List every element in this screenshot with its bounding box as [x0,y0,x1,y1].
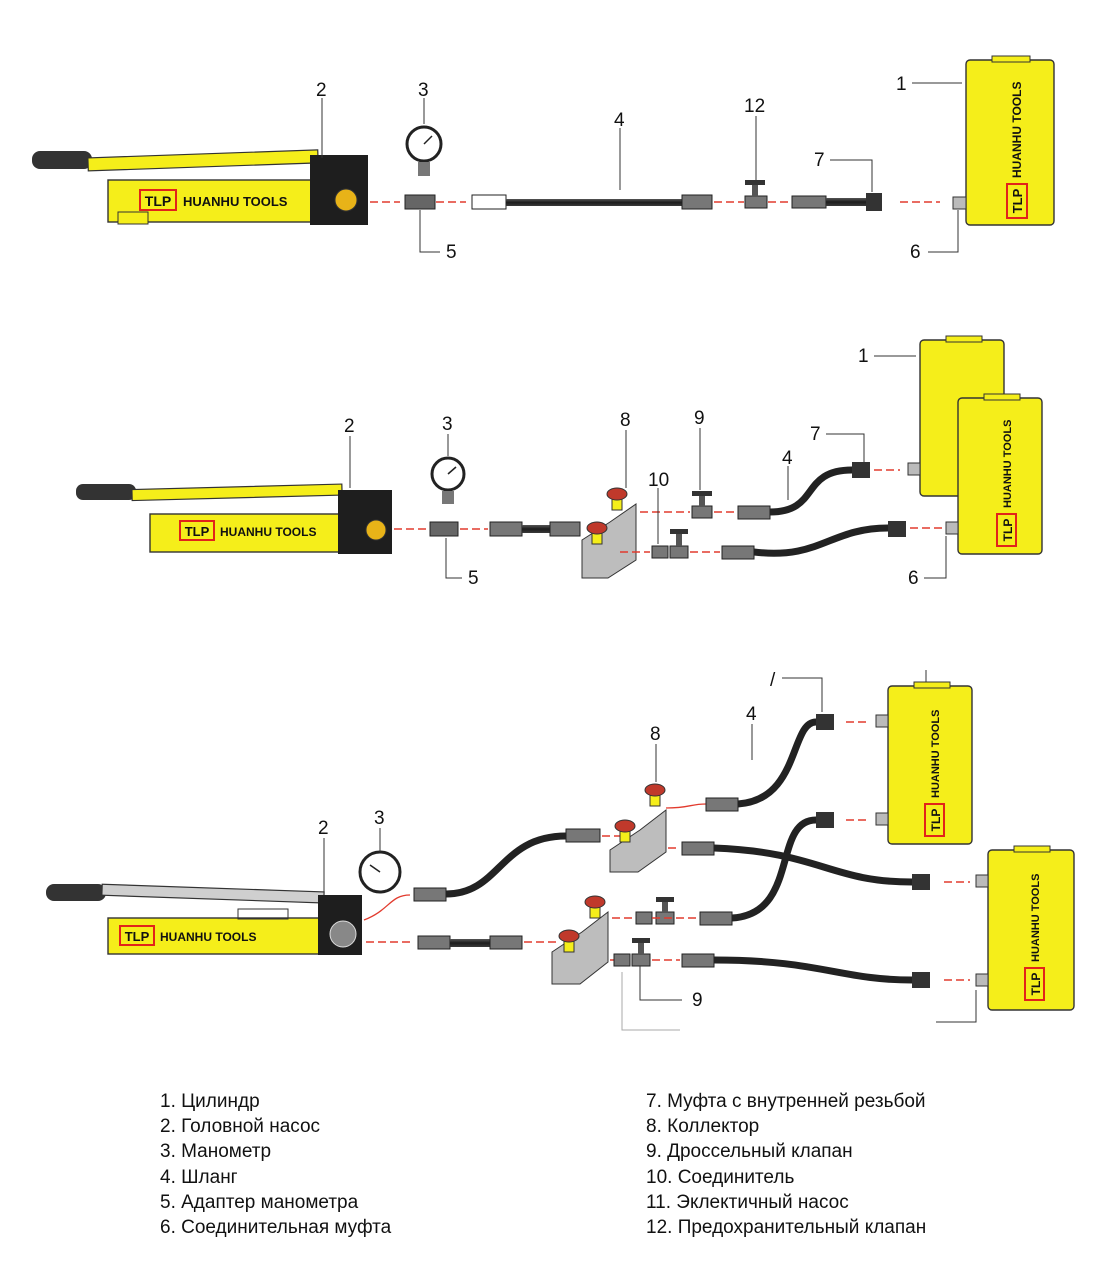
hose-lower [721,521,906,560]
gauge-adapter [429,521,459,537]
callout-7: 7 [814,150,825,171]
cylinder-brand-mark: TLP [1029,973,1043,996]
callout-7: 7 [810,424,821,445]
hand-pump: TLP HUANHU TOOLS [76,483,392,554]
manifold [581,487,637,579]
callout-6: 6 [910,242,921,263]
callout-9: 9 [694,408,705,429]
pressure-gauge [358,850,402,894]
throttle-valve [691,491,713,519]
hose-to-cyl-a-bottom [699,812,834,926]
pump-brand-mark: TLP [185,524,210,539]
callout-slash: / [770,670,776,691]
gauge-adapter [404,194,436,210]
legend-item: 10. Соединитель [646,1166,795,1188]
pump-brand-mark: TLP [125,929,150,944]
callout-12: 12 [744,96,765,117]
manifold-upper [609,783,667,873]
legend-item: 3. Манометр [160,1141,272,1163]
hose [489,521,581,537]
hose-upper [413,828,601,902]
callout-2: 2 [316,80,327,101]
hydraulic-system-diagram: TLP HUANHU TOOLS [32,55,1075,1031]
legend-item: 4. Шланг [160,1166,238,1188]
callout-3: 3 [418,80,429,101]
diagram-3: TLP HUANHU TOOLS [46,670,1075,1031]
hose [471,194,713,210]
callout-4: 4 [782,448,793,469]
manifold-lower [551,895,609,985]
callout-4: 4 [746,704,757,725]
cylinder-brand-name: HUANHU TOOLS [1010,82,1024,178]
legend-right: 7. Муфта с внутренней резьбой 8. Коллект… [646,1089,926,1240]
throttle-valve-lower [613,938,651,967]
callout-6: 6 [908,568,919,589]
legend-item: 12. Предохранительный клапан [646,1217,927,1239]
diagram-1: TLP HUANHU TOOLS [32,55,1055,263]
hose-to-cyl-a-top [705,714,834,812]
callout-9: 9 [692,990,703,1011]
cylinder-brand-mark: TLP [929,809,943,832]
pump-brand-name: HUANHU TOOLS [220,525,316,539]
cylinder-front: TLP HUANHU TOOLS [945,393,1043,555]
connector [651,529,689,559]
throttle-valve-upper [635,897,675,925]
callout-1: 1 [858,346,869,367]
cylinder-brand-name: HUANHU TOOLS [1030,874,1042,962]
legend-item: 9. Дроссельный клапан [646,1141,853,1163]
hand-pump: TLP HUANHU TOOLS [32,149,368,225]
legend-item: 6. Соединительная муфта [160,1217,392,1239]
callout-4: 4 [614,110,625,131]
callout-8: 8 [620,410,631,431]
callout-5: 5 [468,568,479,589]
hand-pump: TLP HUANHU TOOLS [46,883,362,955]
female-coupler [791,193,882,211]
legend-item: 8. Коллектор [646,1116,760,1138]
hose-lower [417,935,523,950]
cylinder-brand-mark: TLP [1010,188,1025,213]
legend-item: 11. Эклектичный насос [646,1191,849,1213]
pump-brand-mark: TLP [145,193,171,209]
callout-5: 5 [446,242,457,263]
hose-to-cyl-b-bottom [681,953,930,988]
callout-10: 10 [648,470,669,491]
legend-item: 2. Головной насос [160,1116,321,1138]
pump-brand-name: HUANHU TOOLS [160,930,256,944]
hose-upper [737,462,870,520]
diagram-2: TLP HUANHU TOOLS [76,335,1043,589]
cylinder-brand-name: HUANHU TOOLS [1002,420,1014,508]
cylinder-b: TLP HUANHU TOOLS [975,845,1075,1011]
callout-3: 3 [374,808,385,829]
callout-8: 8 [650,724,661,745]
legend-left: 1. Цилиндр 2. Головной насос 3. Манометр… [160,1089,391,1240]
cylinder-brand-name: HUANHU TOOLS [930,710,942,798]
cylinder-a: TLP HUANHU TOOLS [875,681,973,845]
pump-brand-name: HUANHU TOOLS [183,194,288,209]
legend-item: 1. Цилиндр [160,1091,260,1112]
callout-1: 1 [896,74,907,95]
hose-to-cyl-b-top [681,841,930,890]
relief-valve [744,180,768,209]
legend-item: 5. Адаптер манометра [160,1191,359,1213]
callout-2: 2 [318,818,329,839]
callout-3: 3 [442,414,453,435]
legend-item: 7. Муфта с внутренней резьбой [646,1091,926,1112]
pressure-gauge [430,456,466,504]
cylinder-brand-mark: TLP [1001,519,1015,542]
cylinder: TLP HUANHU TOOLS [952,55,1055,226]
pressure-gauge [405,125,443,176]
callout-2: 2 [344,416,355,437]
